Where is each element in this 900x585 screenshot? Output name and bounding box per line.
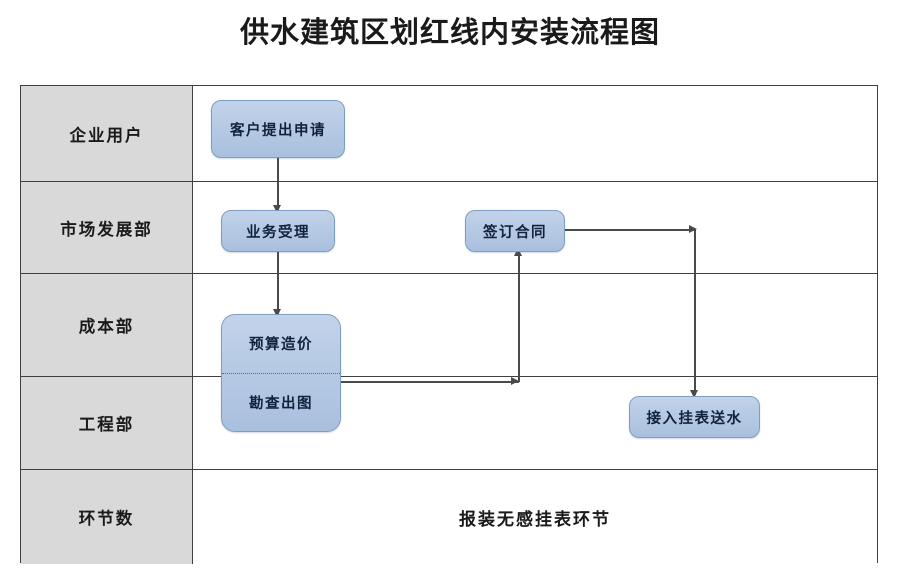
swimlane-table: 企业用户 市场发展部 成本部 工程部 环节数 报装无感挂表环节 (20, 85, 878, 564)
swimlane-label-enterprise-user: 企业用户 (21, 86, 193, 181)
process-node-survey-segment[interactable]: 勘查出图 (222, 374, 340, 432)
process-node-sign-contract[interactable]: 签订合同 (465, 210, 565, 252)
swimlane-label-market-development: 市场发展部 (21, 182, 193, 273)
process-node-customer-application-label: 客户提出申请 (230, 122, 326, 139)
arrowhead-accept-to-budget-icon (273, 309, 281, 317)
arrowhead-into-connect-icon (690, 390, 698, 398)
process-node-business-acceptance-label: 业务受理 (246, 224, 310, 241)
process-node-budget-label: 预算造价 (249, 337, 313, 354)
summary-text: 报装无感挂表环节 (193, 470, 877, 564)
swimlane-row-market-development: 市场发展部 (21, 181, 877, 273)
swimlane-label-engineering-department: 工程部 (21, 377, 193, 469)
process-node-business-acceptance[interactable]: 业务受理 (221, 210, 335, 252)
swimlane-row-enterprise-user: 企业用户 (21, 86, 877, 181)
process-node-connect-meter-supply[interactable]: 接入挂表送水 (629, 396, 760, 438)
process-node-sign-contract-label: 签订合同 (483, 224, 547, 241)
process-node-budget-and-survey[interactable]: 预算造价 勘查出图 (221, 314, 341, 432)
process-node-budget-segment[interactable]: 预算造价 (222, 315, 340, 374)
process-node-customer-application[interactable]: 客户提出申请 (211, 100, 345, 158)
swimlane-label-cost-department: 成本部 (21, 274, 193, 376)
page-title: 供水建筑区划红线内安装流程图 (239, 17, 660, 49)
arrowhead-contract-right-icon (689, 225, 697, 233)
swimlane-row-step-count: 环节数 报装无感挂表环节 (21, 469, 877, 564)
swimlane-row-cost-department: 成本部 (21, 273, 877, 376)
arrowhead-survey-right-icon (511, 377, 519, 385)
process-node-connect-meter-supply-label: 接入挂表送水 (646, 410, 743, 427)
connector-survey-to-contract-vertical (518, 252, 520, 382)
connector-accept-to-budget (277, 252, 279, 314)
process-node-survey-label: 勘查出图 (249, 395, 313, 412)
connector-contract-to-connect-horizontal (565, 229, 696, 231)
connector-survey-to-contract-horizontal (341, 381, 519, 383)
arrowhead-apply-to-accept-icon (273, 205, 281, 213)
connector-apply-to-accept (277, 158, 279, 210)
connector-contract-to-connect-vertical (694, 229, 696, 395)
arrowhead-into-contract-icon (514, 248, 522, 256)
swimlane-label-step-count: 环节数 (21, 470, 193, 564)
